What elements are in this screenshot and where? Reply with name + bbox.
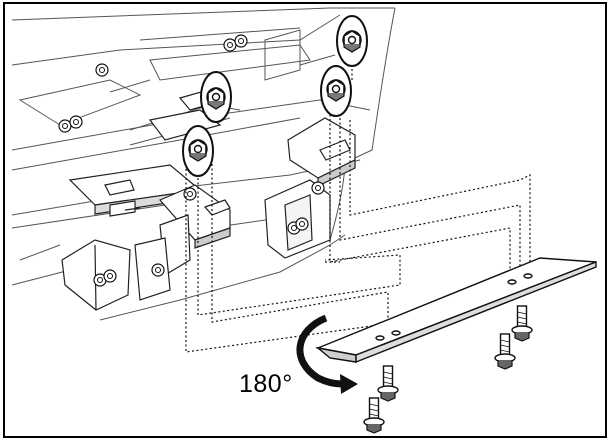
curved-rotation-arrow-icon [296,314,358,394]
flange-bolt-3 [511,305,533,342]
callout-nut-2 [182,125,214,177]
rotation-label: 180° [239,370,293,398]
flange-bolt-2 [363,397,385,434]
callout-nut-1 [200,71,232,123]
flange-bolt-1 [377,365,399,402]
alignment-guides [185,60,531,353]
callout-nut-3 [336,15,368,67]
skid-plate [315,257,597,364]
flange-bolt-4 [494,333,516,370]
callout-nut-4 [320,65,352,117]
